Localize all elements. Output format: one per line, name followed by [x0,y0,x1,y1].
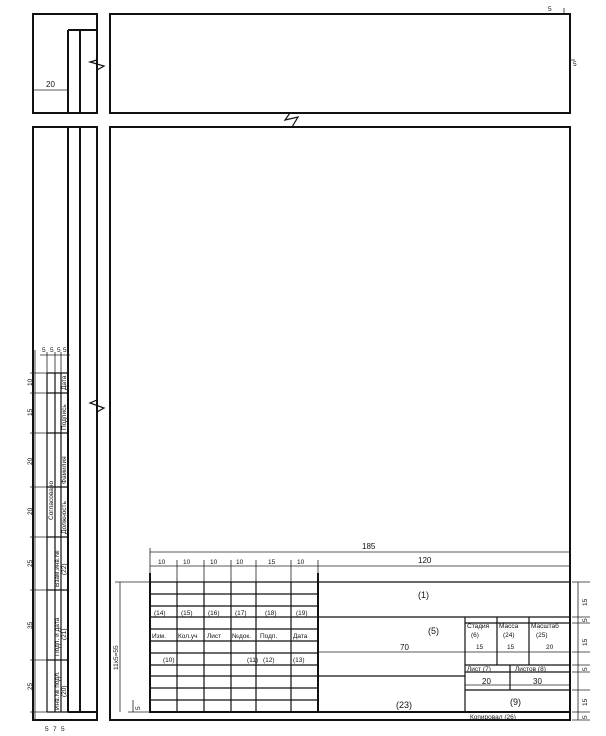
drawing-label: 10 [183,559,191,566]
drawing-label: (19) [296,610,308,617]
break-icon [87,59,106,71]
dim-top: 5 [548,6,552,13]
left-stamp: 10 15 20 20 25 35 25 5 5 5 5 5 7 5 Согла… [27,347,70,733]
drawing-label: 5 [45,726,49,733]
drawing-label: (21) [61,628,68,640]
drawing-label: Подп. [260,633,277,640]
drawing-label: (23) [396,700,412,710]
drawing-label: Инв.№ подл. [54,671,61,710]
drawing-label: Взам.инв.№ [54,550,61,587]
drawing-line [150,581,570,701]
drawing-label: Листов (8) [515,666,546,673]
drawing-line [464,617,570,712]
drawing-label: (9) [510,697,521,707]
drawing-label: 20 [482,677,491,686]
drawing-label: 10 [236,559,244,566]
drawing-label: 5 [42,347,46,354]
dim-185: 185 [362,542,376,551]
drawing-label: 35 [27,621,34,629]
drawing-label: Дата [61,375,68,390]
drawing-label: Фамилия [61,456,68,484]
drawing-label: (16) [208,610,220,617]
drawing-label: №док. [232,633,251,640]
drawing-label: Изм. [152,633,166,640]
drawing-label: 10 [297,559,305,566]
drawing-label: 5 [582,715,589,719]
drawing-label: Кол.уч [178,633,198,640]
dim-right: 5 [573,61,577,68]
drawing-label: Стадия [467,623,490,630]
drawing-label: Копировал (26) [470,714,516,721]
drawing-label: Дата [293,633,308,640]
drawing-label: Должность [61,500,68,534]
drawing-label: (14) [154,610,166,617]
agreed-label: Согласовано [48,481,55,520]
drawing-label: Подп. и дата [54,617,61,656]
drawing-label: 7 [53,726,57,733]
drawing-label: 15 [268,559,276,566]
drawing-label: (18) [265,610,277,617]
drawing-label: 15 [582,598,589,606]
main-frame [109,126,571,721]
drawing-label: (22) [61,563,68,575]
drawing-label: (12) [263,657,275,664]
dim-lines [33,8,575,91]
drawing-label: 5 [61,726,65,733]
drawing-label: 11x5=55 [113,645,120,670]
top-section: 20 5 5 [32,6,577,128]
drawing-label: 20 [27,507,34,515]
drawing-label: 30 [533,677,542,686]
drawing-label: (1) [418,590,429,600]
drawing-label: 15 [507,644,515,651]
drawing-label: 70 [400,643,409,652]
break-icon [88,399,106,413]
drawing-label: (15) [181,610,193,617]
drawing-label: (6) [471,632,479,639]
drawing-label: 10 [158,559,166,566]
drawing-label: 5 [582,618,589,622]
dim-20: 20 [46,80,55,89]
drawing-label: 15 [582,698,589,706]
drawing-label: (13) [293,657,305,664]
drawing-label: 5 [63,347,67,354]
drawing-label: 15 [476,644,484,651]
drawing-label: (10) [163,657,175,664]
drawing-label: Лист (7) [467,666,491,673]
drawing-line [115,548,590,721]
drawing-label: (17) [235,610,247,617]
drawing-label: 5 [50,347,54,354]
drawing-label: 15 [582,638,589,646]
left-strip [32,126,98,721]
title-block: 185 120 10 10 10 10 15 10 (14) (15) (16)… [113,542,590,721]
drawing-label: Масштаб [531,622,559,630]
drawing-label: Лист [207,633,221,640]
drawing-label: (11) [247,657,258,664]
break-icon [283,112,300,128]
drawing-label: 10 [210,559,218,566]
drawing-line [176,582,292,712]
drawing-line [46,372,68,713]
top-main-frame [109,13,571,114]
drawing-label: 25 [27,682,34,690]
drawing-label: 5 [57,347,61,354]
drawing-label: 5 [582,667,589,671]
drawing-label: 15 [27,408,34,416]
drawing-label: Подпись [61,404,68,430]
drawing-line [30,350,70,720]
drawing-label: 5 [135,706,142,710]
drawing-label: 25 [27,559,34,567]
drawing-label: (24) [503,632,515,639]
drawing-label: (20) [61,685,68,697]
drawing-label: 20 [546,644,554,651]
drawing-label: (5) [428,626,439,636]
dim-120: 120 [418,556,432,565]
drawing-label: (25) [536,632,548,639]
drawing-label: Масса [499,623,519,630]
top-left-strip [32,13,98,114]
drawing-label: 20 [27,457,34,465]
drawing-label: 10 [27,378,34,386]
